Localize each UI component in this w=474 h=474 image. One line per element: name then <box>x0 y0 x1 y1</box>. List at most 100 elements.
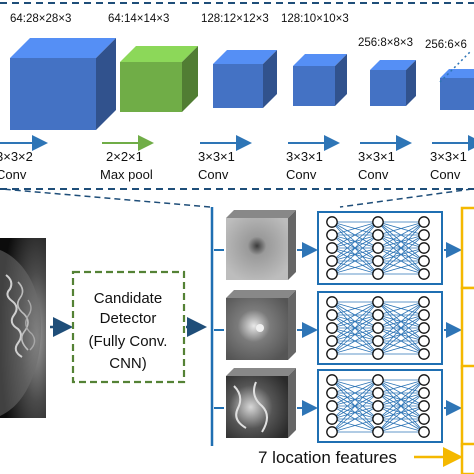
zoom-line-top <box>439 51 471 83</box>
kernel-size-label: 3×3×1 <box>198 149 235 164</box>
network-edge <box>377 221 425 262</box>
network-edge <box>377 379 425 433</box>
network-node <box>372 374 384 386</box>
detector-label-line-4: CNN) <box>109 355 147 372</box>
network-node <box>326 242 338 254</box>
kernel-size-label: 3×3×1 <box>286 149 323 164</box>
patch-row-2 <box>214 286 474 370</box>
layer-dims-label: 256:8×8×3 <box>358 37 413 49</box>
network-edge <box>331 327 379 355</box>
kernel-size-label: 3×3×1 <box>430 149 467 164</box>
network-edge <box>331 418 379 433</box>
network-edge <box>377 314 425 355</box>
network-node <box>372 400 384 412</box>
cube-front-face <box>440 78 474 110</box>
network-node <box>326 229 338 241</box>
network-node <box>326 268 338 280</box>
network-node <box>418 268 430 280</box>
network-edge <box>377 301 425 355</box>
layer-dims-label: 128:12×12×3 <box>201 13 269 25</box>
network-node <box>372 335 384 347</box>
network-node <box>326 309 338 321</box>
kernel-size-label: 2×2×1 <box>106 149 143 164</box>
kernel-size-label: 3×3×2 <box>0 149 33 164</box>
cube-top-face <box>370 60 416 70</box>
network-node <box>418 242 430 254</box>
network-edge <box>331 301 379 355</box>
network-node <box>326 216 338 228</box>
patch-row-3 <box>214 364 474 448</box>
network-edge <box>331 301 379 342</box>
cube-top-face <box>213 50 277 64</box>
network-node <box>372 413 384 425</box>
network-node <box>326 413 338 425</box>
cube-front-face <box>370 70 406 106</box>
network-edge <box>331 301 379 316</box>
operation-label: Conv <box>286 167 317 182</box>
network-node <box>326 400 338 412</box>
network-edge <box>377 418 425 433</box>
network-node <box>326 255 338 267</box>
network-edge <box>331 340 379 355</box>
layer-dims-label: 256:6×6 <box>425 39 467 51</box>
patch-top-face <box>226 210 296 218</box>
network-edge <box>377 234 425 275</box>
network-edge <box>377 301 425 316</box>
network-edge <box>377 301 425 329</box>
cube-side-face <box>263 50 277 108</box>
layer-dims-label: 128:10×10×3 <box>281 13 349 25</box>
cube-front-face <box>10 58 96 130</box>
cube-top-face <box>293 54 347 66</box>
network-node <box>372 296 384 308</box>
network-node <box>418 309 430 321</box>
mri-image <box>0 238 46 418</box>
network-edge <box>377 379 425 420</box>
network-edge <box>331 314 379 355</box>
cube-front-face <box>293 66 335 106</box>
cube-top-face <box>440 69 474 78</box>
patch-side-face <box>288 290 296 360</box>
network-node <box>326 335 338 347</box>
network-edge <box>377 327 425 355</box>
output-box-1 <box>460 206 474 290</box>
patch-side-face <box>288 210 296 280</box>
cube-front-face <box>213 64 263 108</box>
image-patch-3 <box>226 376 288 438</box>
network-edge <box>377 221 425 249</box>
network-edge <box>377 392 425 433</box>
network-edge <box>331 379 379 407</box>
zoom-line-left <box>1 188 211 208</box>
network-edge <box>377 340 425 355</box>
cube-side-face <box>96 38 116 130</box>
layer-dims-label: 64:28×28×3 <box>10 13 71 25</box>
layer-dims-label: 64:14×14×3 <box>108 13 169 25</box>
detector-label-line-3: (Fully Conv. <box>89 333 168 350</box>
patch-rows <box>214 206 474 448</box>
network-edge <box>377 379 425 394</box>
network-edge <box>331 379 379 420</box>
network-edge <box>377 379 425 407</box>
operation-label: Max pool <box>100 167 153 182</box>
network-node <box>418 322 430 334</box>
network-edge <box>377 221 425 236</box>
network-edge <box>377 247 425 275</box>
network-node <box>418 374 430 386</box>
network-node <box>372 348 384 360</box>
image-patch-1 <box>226 218 288 280</box>
network-node <box>326 426 338 438</box>
network-node <box>418 255 430 267</box>
network-edge <box>377 301 425 342</box>
network-node <box>372 426 384 438</box>
cube-side-face <box>335 54 347 106</box>
network-node <box>372 268 384 280</box>
cube-side-face <box>406 60 416 106</box>
network-edge <box>331 405 379 433</box>
network-node <box>418 387 430 399</box>
network-edge <box>331 221 379 262</box>
network-edge <box>331 301 379 329</box>
patch-top-face <box>226 368 296 376</box>
